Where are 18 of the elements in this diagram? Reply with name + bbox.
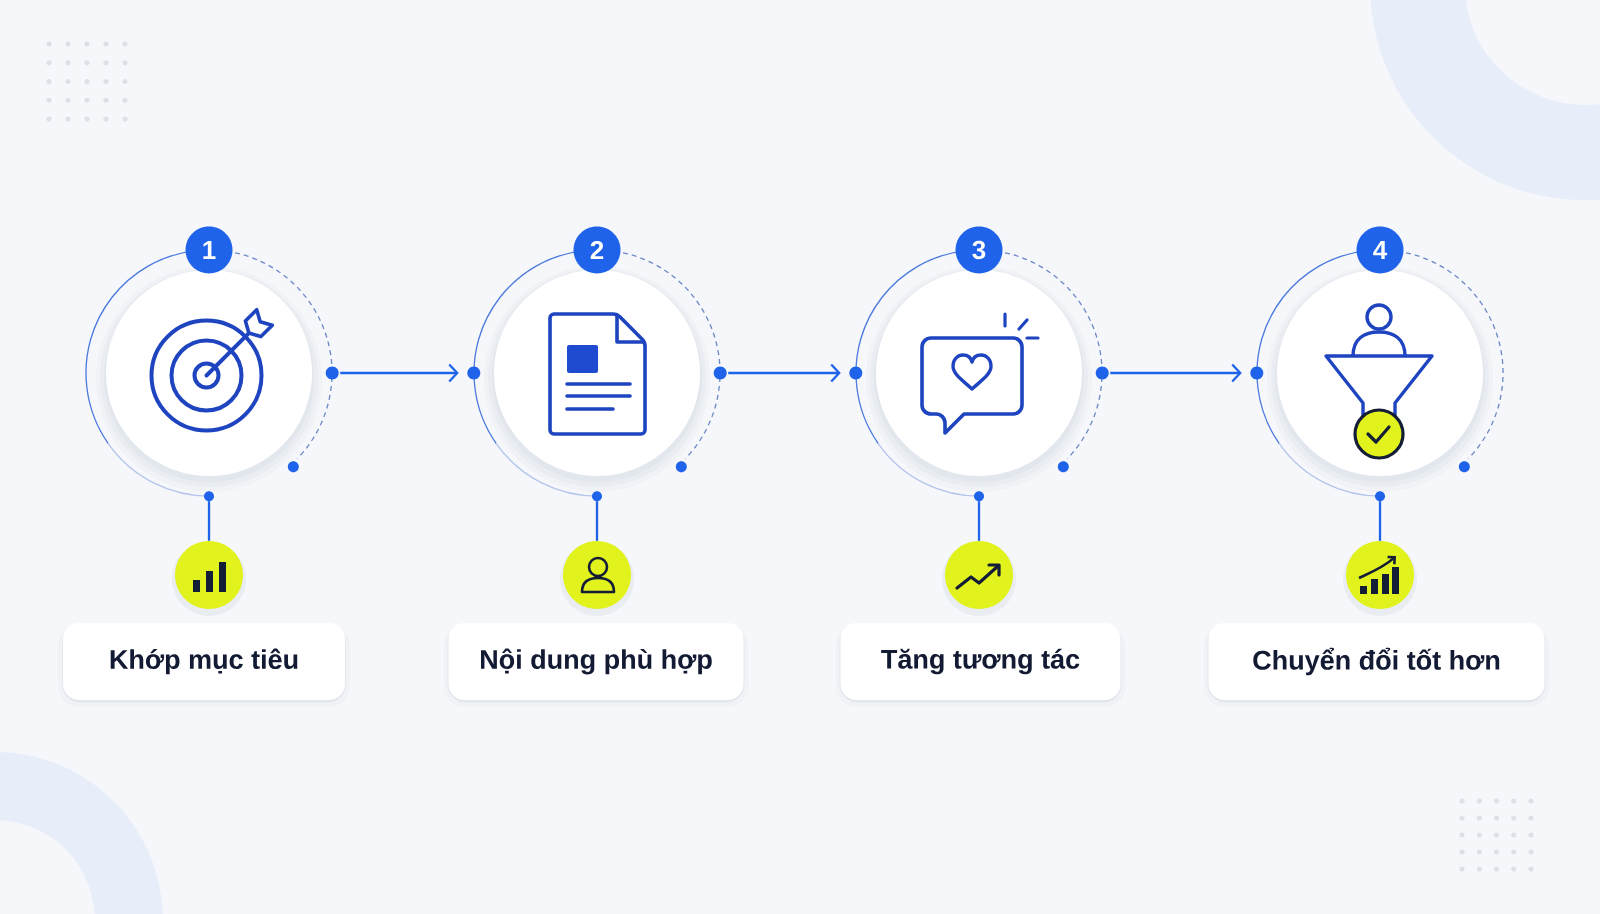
- connector-line: [207, 501, 211, 541]
- label-box: Tăng tương tác: [835, 623, 1126, 707]
- number-badge: 1: [185, 226, 233, 274]
- connector-line: [977, 501, 981, 541]
- connector-line: [1378, 501, 1382, 541]
- number-badge: 2: [573, 226, 621, 274]
- label-box: Chuyển đổi tốt hơn: [1203, 623, 1550, 707]
- icon-circle: [172, 541, 246, 616]
- icon-circle: [942, 541, 1016, 616]
- arrow: [728, 363, 841, 383]
- label-box: Nội dung phù hợp: [443, 623, 749, 707]
- number-badge: 4: [1356, 226, 1404, 274]
- connector-line: [595, 501, 599, 541]
- arrow: [1110, 363, 1242, 383]
- label-box: Khớp mục tiêu: [58, 623, 350, 707]
- number-badge: 3: [955, 226, 1003, 274]
- icon-circle: [560, 541, 634, 616]
- arrow: [340, 363, 459, 383]
